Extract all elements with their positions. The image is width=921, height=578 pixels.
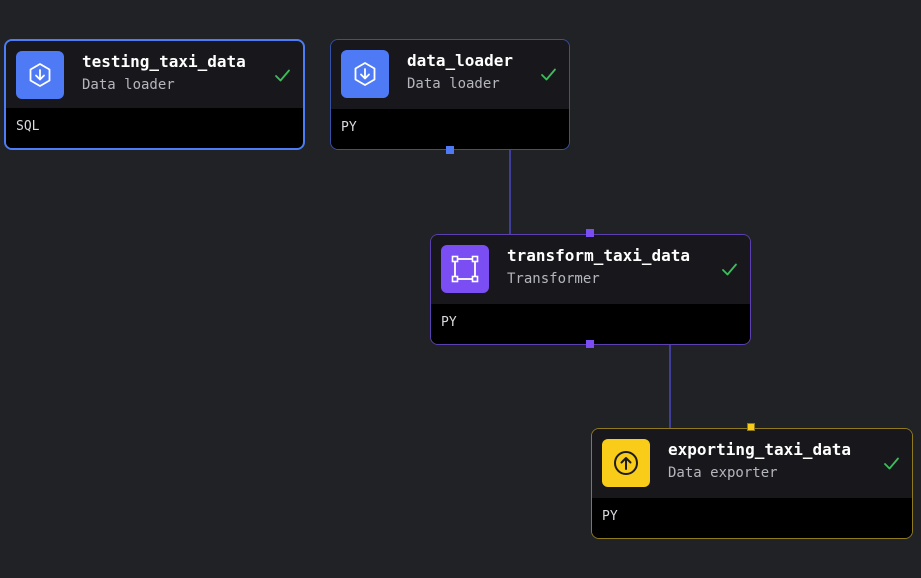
block-type: Transformer	[507, 271, 600, 287]
download-icon	[341, 50, 389, 98]
block-data-loader[interactable]: data_loader Data loader PY	[330, 39, 570, 150]
input-port-transform[interactable]	[586, 229, 594, 237]
block-header: exporting_taxi_data Data exporter	[592, 429, 912, 496]
block-exporting-taxi-data[interactable]: exporting_taxi_data Data exporter PY	[591, 428, 913, 539]
output-port-transform[interactable]	[586, 340, 594, 348]
block-type: Data exporter	[668, 465, 778, 481]
block-language: SQL	[16, 119, 40, 134]
block-title: transform_taxi_data	[507, 246, 691, 265]
block-language: PY	[602, 509, 618, 524]
block-type: Data loader	[82, 77, 175, 93]
block-title: data_loader	[407, 51, 513, 70]
block-header: testing_taxi_data Data loader	[6, 41, 303, 108]
transform-square-icon	[441, 245, 489, 293]
download-icon	[16, 51, 64, 99]
block-footer: PY	[592, 498, 912, 538]
input-port-exporter[interactable]	[747, 423, 755, 431]
upload-icon	[602, 439, 650, 487]
block-title: exporting_taxi_data	[668, 440, 852, 459]
block-testing-taxi-data[interactable]: testing_taxi_data Data loader SQL	[4, 39, 305, 150]
block-header: data_loader Data loader	[331, 40, 569, 107]
success-check-icon	[541, 68, 556, 81]
output-port-data-loader[interactable]	[446, 146, 454, 154]
block-title: testing_taxi_data	[82, 52, 246, 71]
block-language: PY	[441, 315, 457, 330]
block-transform-taxi-data[interactable]: transform_taxi_data Transformer PY	[430, 234, 751, 345]
block-header: transform_taxi_data Transformer	[431, 235, 750, 302]
block-footer: PY	[431, 304, 750, 344]
block-footer: SQL	[6, 108, 303, 148]
success-check-icon	[722, 263, 737, 276]
block-type: Data loader	[407, 76, 500, 92]
success-check-icon	[275, 69, 290, 82]
block-footer: PY	[331, 109, 569, 149]
success-check-icon	[884, 457, 899, 470]
block-language: PY	[341, 120, 357, 135]
